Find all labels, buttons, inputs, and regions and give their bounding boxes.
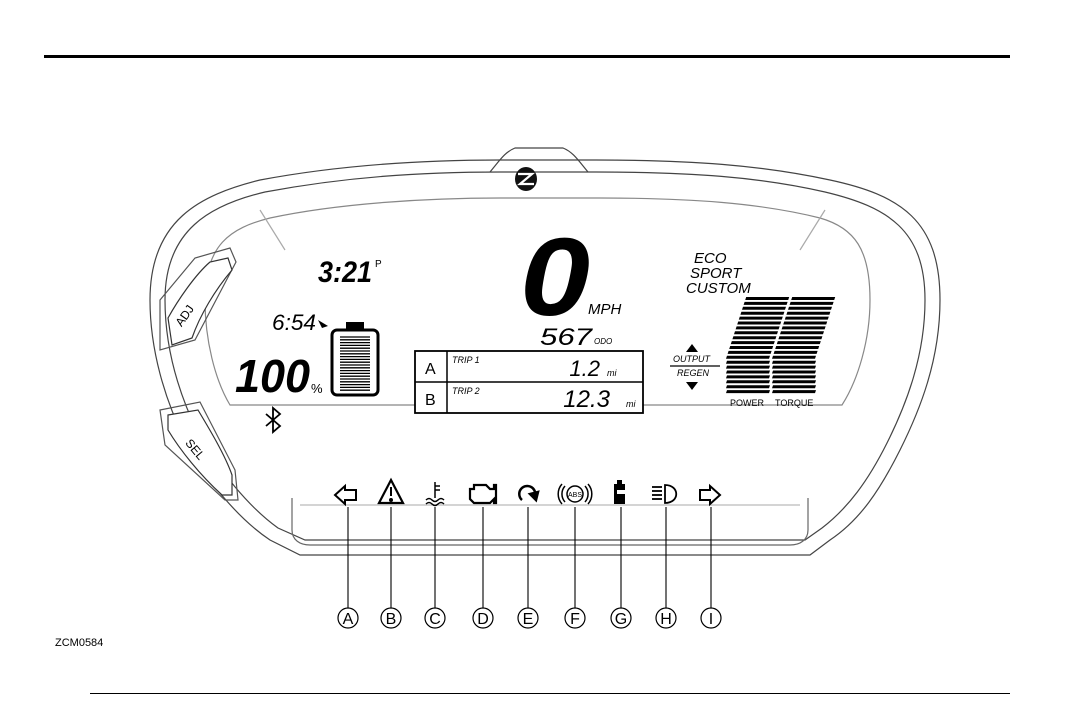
speed-readout: 0 <box>520 216 590 339</box>
kickstand-icon <box>614 480 631 504</box>
callout-letter-f: F <box>570 611 580 628</box>
power-bar-segment <box>726 375 770 378</box>
power-bar-segment <box>739 317 783 320</box>
torque-label: TORQUE <box>775 398 813 408</box>
bluetooth-icon <box>266 408 280 432</box>
clock-readout: 3:21 <box>318 256 372 289</box>
reverse-mode-icon <box>519 486 538 500</box>
power-bar-segment <box>731 341 775 344</box>
torque-bar-segment <box>772 361 816 364</box>
power-bar-segment <box>736 326 780 329</box>
torque-bar-segment <box>777 341 821 344</box>
torque-bar-segment <box>772 390 816 393</box>
power-bar-segment <box>728 351 772 354</box>
regen-down-arrow-icon <box>686 382 698 390</box>
power-bar-gauge <box>726 297 789 393</box>
torque-bar-gauge <box>772 297 835 393</box>
callout-letter-a: A <box>343 611 354 628</box>
clock-pm-indicator: P <box>375 259 382 270</box>
torque-bar-segment <box>772 371 816 374</box>
power-bar-segment <box>734 331 778 334</box>
callout-letter-b: B <box>386 611 397 628</box>
check-engine-icon <box>470 485 496 503</box>
power-label: POWER <box>730 398 765 408</box>
torque-bar-segment <box>772 380 816 383</box>
trip-value: 1.2 <box>569 356 600 381</box>
callout-letter-d: D <box>477 611 489 628</box>
adj-button[interactable]: ADJ <box>168 258 232 345</box>
power-bar-segment <box>726 366 770 369</box>
trip-unit: mi <box>607 368 617 378</box>
power-bar-segment <box>726 390 770 393</box>
coolant-temperature-icon <box>426 482 444 506</box>
callout-letter-c: C <box>429 611 441 628</box>
brand-logo-icon <box>515 167 537 191</box>
indicator-callouts: A B C D E F G H I <box>338 507 721 628</box>
power-bar-segment <box>737 322 781 325</box>
abs-icon: ABS <box>558 484 592 504</box>
regen-label: REGEN <box>677 368 710 378</box>
power-bar-segment <box>732 336 776 339</box>
callout-letter-h: H <box>660 611 672 628</box>
bottom-rule <box>90 693 1010 694</box>
range-time-readout: 6:54 <box>272 310 316 335</box>
trip-label: TRIP 2 <box>452 386 480 396</box>
svg-text:ABS: ABS <box>568 492 582 499</box>
torque-bar-segment <box>780 331 824 334</box>
trip-unit: mi <box>626 399 636 409</box>
torque-bar-segment <box>786 312 830 315</box>
battery-percent-readout: 100 <box>235 350 310 402</box>
trip-value: 12.3 <box>563 386 610 413</box>
torque-bar-segment <box>785 317 829 320</box>
left-turn-arrow-icon <box>335 486 356 504</box>
trip-slot-letter: B <box>425 392 436 409</box>
torque-bar-segment <box>783 322 827 325</box>
power-bar-segment <box>726 385 770 388</box>
torque-bar-segment <box>772 375 816 378</box>
mode-custom: CUSTOM <box>686 280 751 297</box>
torque-bar-segment <box>788 307 832 310</box>
torque-bar-segment <box>782 326 826 329</box>
power-bar-segment <box>742 307 786 310</box>
power-bar-segment <box>726 371 770 374</box>
torque-bar-segment <box>790 302 834 305</box>
power-bar-segment <box>726 361 770 364</box>
high-beam-icon <box>652 485 676 503</box>
torque-bar-segment <box>774 351 818 354</box>
trip-slot-letter: A <box>425 361 436 378</box>
power-bar-segment <box>744 302 788 305</box>
right-turn-arrow-icon <box>700 486 720 504</box>
speed-unit: MPH <box>588 301 622 318</box>
trip-panel: A TRIP 1 1.2 mi B TRIP 2 12.3 mi <box>415 351 643 413</box>
output-up-arrow-icon <box>686 344 698 352</box>
torque-bar-segment <box>778 336 822 339</box>
power-bar-segment <box>745 297 789 300</box>
torque-bar-segment <box>791 297 835 300</box>
callout-letter-i: I <box>709 611 713 628</box>
torque-bar-segment <box>772 385 816 388</box>
battery-gauge-icon <box>332 322 378 395</box>
power-bar-segment <box>726 380 770 383</box>
odometer-unit: ODO <box>594 337 612 346</box>
trip-label: TRIP 1 <box>452 355 480 365</box>
percent-sign: % <box>311 381 323 396</box>
range-time-pointer-icon <box>318 320 328 328</box>
sel-button[interactable]: SEL <box>168 410 232 495</box>
output-label: OUTPUT <box>673 354 712 364</box>
warning-triangle-icon <box>379 480 403 503</box>
power-bar-segment <box>740 312 784 315</box>
torque-bar-segment <box>772 366 816 369</box>
battery-fill-bars <box>340 337 370 390</box>
odometer-readout: 567 <box>540 324 594 351</box>
figure-code: ZCM0584 <box>55 637 103 649</box>
power-bar-segment <box>726 356 770 359</box>
telltale-icons: ABS <box>335 480 720 506</box>
callout-letter-e: E <box>523 611 534 628</box>
power-bar-segment <box>729 346 773 349</box>
torque-bar-segment <box>775 346 819 349</box>
callout-letter-g: G <box>615 611 627 628</box>
torque-bar-segment <box>772 356 816 359</box>
